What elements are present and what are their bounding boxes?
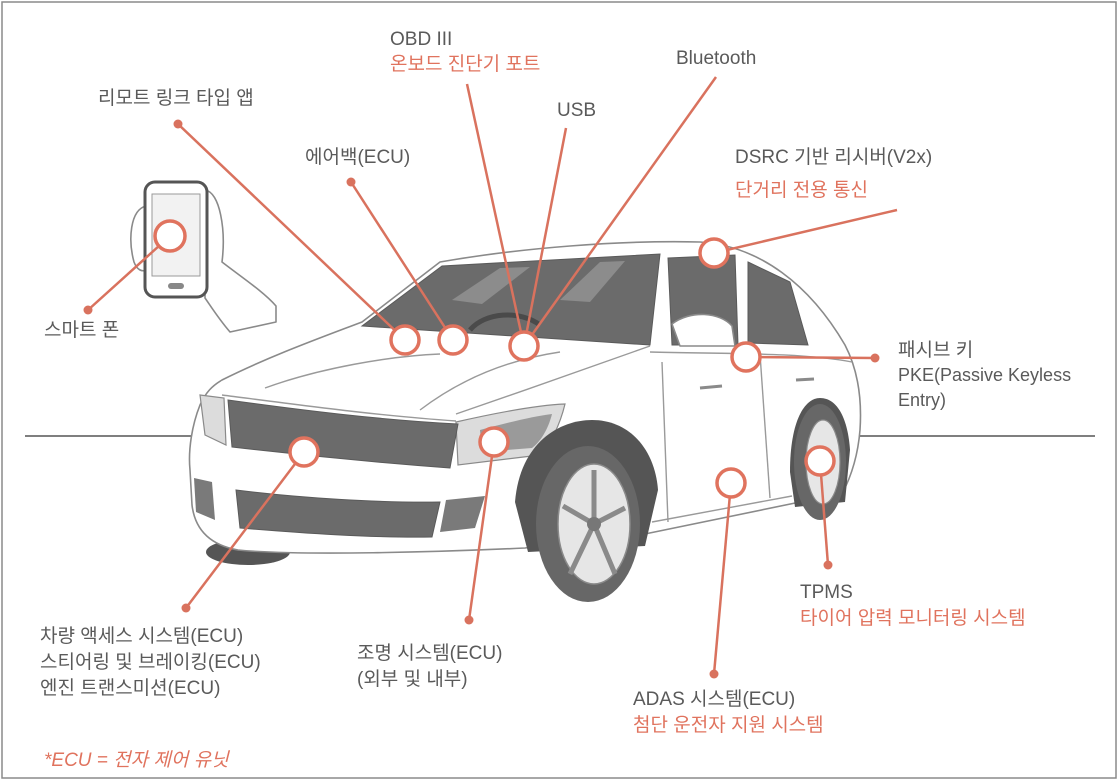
rear-door-handle <box>795 377 815 382</box>
label-tpms-title: TPMS <box>800 582 853 603</box>
label-vehicle-access: 차량 액세스 시스템(ECU) <box>40 625 243 647</box>
windshield-reflection <box>560 261 625 302</box>
label-bluetooth: Bluetooth <box>676 48 756 69</box>
label-steering-braking: 스티어링 및 브레이킹(ECU) <box>40 651 261 673</box>
label-pke-line2: Entry) <box>898 390 946 410</box>
label-adas-title: ADAS 시스템(ECU) <box>633 688 795 710</box>
label-engine-transmission: 엔진 트랜스미션(ECU) <box>40 677 220 699</box>
callout-line-remote-app <box>177 123 406 341</box>
windshield-reflection <box>452 267 530 304</box>
callout-line-smartphone <box>87 235 171 311</box>
footnote-ecu: *ECU = 전자 제어 유닛 <box>44 750 230 771</box>
rear-door-line <box>759 353 771 499</box>
label-smartphone: 스마트 폰 <box>44 319 119 341</box>
sill-line <box>651 495 793 523</box>
marker-smartphone <box>153 219 187 253</box>
marker-tpms <box>804 445 836 477</box>
hood-front-edge <box>221 394 457 422</box>
label-obd-subtitle: 온보드 진단기 포트 <box>390 53 540 75</box>
marker-adas <box>715 467 747 499</box>
hood-reflection <box>419 351 561 411</box>
left-headlight <box>199 394 227 446</box>
callout-dot-tpms <box>823 560 833 570</box>
label-dsrc-subtitle: 단거리 전용 통신 <box>735 179 868 201</box>
marker-airbag <box>437 324 469 356</box>
callout-dot-airbag <box>346 177 356 187</box>
marker-pke <box>730 341 762 373</box>
label-pke-line1: PKE(Passive Keyless <box>898 365 1071 385</box>
callout-dot-pke <box>870 353 880 363</box>
callout-line-vehicle-systems <box>185 451 305 609</box>
label-obd-title: OBD III <box>390 29 452 50</box>
steering-wheel <box>468 312 542 332</box>
callout-dot-vehicle-systems <box>181 603 191 613</box>
callout-dot-smartphone <box>83 305 93 315</box>
phone-home-button <box>168 283 184 289</box>
hood-crease <box>455 345 651 415</box>
callout-line-tpms <box>818 460 830 566</box>
side-mirror <box>671 313 736 347</box>
car-illustration <box>188 240 862 602</box>
front-door-handle <box>699 384 723 390</box>
marker-lighting <box>478 426 510 458</box>
rear-side-window <box>747 261 809 346</box>
callout-line-lighting <box>467 441 496 621</box>
label-pke-title: 패시브 키 <box>898 339 973 361</box>
label-adas-subtitle: 첨단 운전자 지원 시스템 <box>633 714 824 736</box>
label-remote-app: 리모트 링크 타입 앱 <box>98 87 254 109</box>
callout-lines <box>87 76 898 675</box>
label-tpms-subtitle: 타이어 압력 모니터링 시스템 <box>800 607 1026 629</box>
hood-reflection <box>264 353 441 389</box>
front-rim-spokes <box>561 470 627 576</box>
callout-dot-lighting <box>464 615 474 625</box>
label-dsrc-title: DSRC 기반 리시버(V2x) <box>735 146 932 168</box>
smartphone-in-hand <box>130 180 277 333</box>
front-door-line <box>661 361 669 523</box>
marker-vehicle-systems <box>288 436 320 468</box>
callout-dot-remote-app <box>173 119 183 129</box>
callout-line-bluetooth <box>522 76 718 347</box>
right-fog-light <box>440 496 485 532</box>
callout-line-dsrc <box>713 208 898 255</box>
left-fog-light <box>194 478 215 520</box>
label-lighting-title: 조명 시스템(ECU) <box>357 642 502 664</box>
label-usb: USB <box>557 100 596 121</box>
lower-air-intake <box>235 489 441 538</box>
callout-line-usb <box>522 127 568 347</box>
callout-line-airbag <box>349 181 455 341</box>
callout-line-pke <box>745 355 876 360</box>
labels: OBD III 온보드 진단기 포트 Bluetooth USB 리모트 링크 … <box>40 29 1071 771</box>
callout-line-adas <box>712 482 733 675</box>
hand-palm <box>204 189 277 333</box>
component-markers <box>153 219 836 499</box>
label-lighting-subtitle: (외부 및 내부) <box>357 668 468 690</box>
callout-dot-adas <box>709 669 719 679</box>
hand-thumb <box>130 205 147 272</box>
callout-line-obd <box>465 83 526 347</box>
callout-dots <box>83 119 880 679</box>
marker-obd-usb-bluetooth <box>508 330 540 362</box>
front-hub <box>587 517 601 531</box>
marker-dsrc <box>698 237 730 269</box>
marker-remote-app <box>389 324 421 356</box>
label-airbag: 에어백(ECU) <box>305 146 410 168</box>
